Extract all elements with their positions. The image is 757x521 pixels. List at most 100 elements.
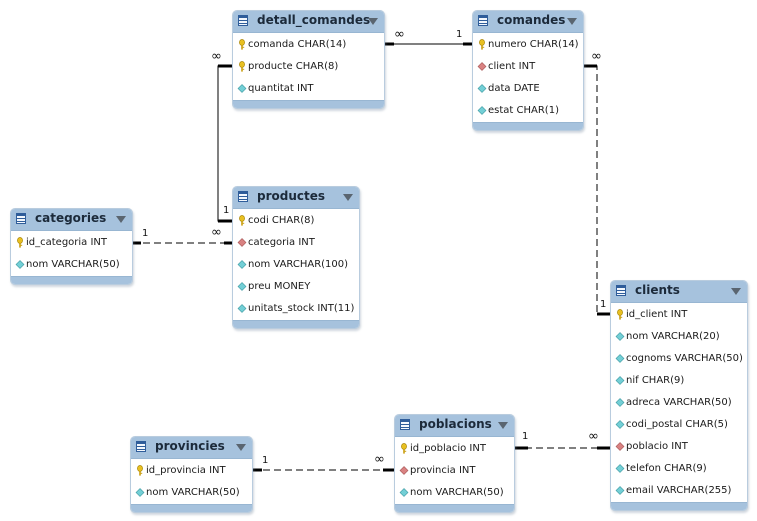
column-row[interactable]: cognoms VARCHAR(50) bbox=[611, 348, 747, 370]
column-label: nom VARCHAR(50) bbox=[410, 487, 504, 498]
key-icon bbox=[477, 39, 487, 50]
column-row[interactable]: nom VARCHAR(50) bbox=[395, 482, 514, 504]
table-header[interactable]: categories bbox=[11, 209, 132, 231]
table-footer bbox=[395, 504, 514, 512]
column-row[interactable]: id_client INT bbox=[611, 304, 747, 326]
column-row[interactable]: codi CHAR(8) bbox=[233, 210, 359, 232]
column-row[interactable]: estat CHAR(1) bbox=[473, 100, 583, 122]
column-label: codi CHAR(8) bbox=[248, 215, 315, 226]
column-row[interactable]: numero CHAR(14) bbox=[473, 34, 583, 56]
chevron-down-icon[interactable] bbox=[343, 194, 353, 201]
foreign-key-diamond-icon bbox=[615, 441, 625, 452]
table-footer bbox=[233, 100, 384, 108]
column-label: telefon CHAR(9) bbox=[626, 463, 707, 474]
column-row[interactable]: data DATE bbox=[473, 78, 583, 100]
column-label: id_provincia INT bbox=[146, 465, 226, 476]
chevron-down-icon[interactable] bbox=[368, 18, 378, 25]
column-diamond-icon bbox=[399, 487, 409, 498]
column-row[interactable]: codi_postal CHAR(5) bbox=[611, 414, 747, 436]
column-row[interactable]: email VARCHAR(255) bbox=[611, 480, 747, 502]
column-label: cognoms VARCHAR(50) bbox=[626, 353, 743, 364]
column-list: codi CHAR(8) categoria INT nom VARCHAR(100… bbox=[233, 209, 359, 320]
table-header[interactable]: productes bbox=[233, 187, 359, 209]
column-row[interactable]: nom VARCHAR(50) bbox=[131, 482, 252, 504]
chevron-down-icon[interactable] bbox=[116, 216, 126, 223]
column-row[interactable]: telefon CHAR(9) bbox=[611, 458, 747, 480]
column-diamond-icon bbox=[615, 375, 625, 386]
column-diamond-icon bbox=[615, 331, 625, 342]
table-icon bbox=[136, 441, 146, 452]
column-row[interactable]: id_categoria INT bbox=[11, 232, 132, 254]
table-footer bbox=[131, 504, 252, 512]
column-row[interactable]: producte CHAR(8) bbox=[233, 56, 384, 78]
relationship-detall-productes[interactable] bbox=[217, 64, 233, 223]
column-row[interactable]: client INT bbox=[473, 56, 583, 78]
relationship-comandes-clients[interactable] bbox=[583, 64, 611, 316]
table-productes[interactable]: productes codi CHAR(8) categoria INT nom VA… bbox=[232, 186, 360, 329]
cardinality-one-marker: 1 bbox=[600, 299, 607, 310]
cardinality-many-marker: ∞ bbox=[211, 225, 222, 240]
chevron-down-icon[interactable] bbox=[498, 422, 508, 429]
table-poblacions[interactable]: poblacions id_poblacio INT provincia INT no… bbox=[394, 414, 515, 513]
column-row[interactable]: poblacio INT bbox=[611, 436, 747, 458]
table-footer bbox=[11, 276, 132, 284]
cardinality-one-marker: 1 bbox=[142, 228, 149, 239]
column-row[interactable]: comanda CHAR(14) bbox=[233, 34, 384, 56]
column-label: id_poblacio INT bbox=[410, 443, 486, 454]
column-row[interactable]: adreca VARCHAR(50) bbox=[611, 392, 747, 414]
column-label: unitats_stock INT(11) bbox=[248, 303, 355, 314]
column-row[interactable]: id_poblacio INT bbox=[395, 438, 514, 460]
column-row[interactable]: quantitat INT bbox=[233, 78, 384, 100]
column-row[interactable]: nom VARCHAR(100) bbox=[233, 254, 359, 276]
table-title: categories bbox=[35, 211, 107, 225]
table-title: clients bbox=[635, 283, 680, 297]
column-diamond-icon bbox=[477, 83, 487, 94]
key-icon bbox=[399, 443, 409, 454]
table-title: provincies bbox=[155, 439, 225, 453]
column-row[interactable]: nom VARCHAR(20) bbox=[611, 326, 747, 348]
chevron-down-icon[interactable] bbox=[236, 444, 246, 451]
table-icon bbox=[400, 419, 410, 430]
key-icon bbox=[237, 39, 247, 50]
table-comandes[interactable]: comandes numero CHAR(14) client INT data DA… bbox=[472, 10, 584, 131]
column-row[interactable]: provincia INT bbox=[395, 460, 514, 482]
column-diamond-icon bbox=[615, 353, 625, 364]
column-row[interactable]: id_provincia INT bbox=[131, 460, 252, 482]
column-diamond-icon bbox=[237, 281, 247, 292]
column-label: adreca VARCHAR(50) bbox=[626, 397, 732, 408]
column-row[interactable]: nom VARCHAR(50) bbox=[11, 254, 132, 276]
table-header[interactable]: comandes bbox=[473, 11, 583, 33]
column-row[interactable]: preu MONEY bbox=[233, 276, 359, 298]
table-icon bbox=[478, 15, 488, 26]
table-provincies[interactable]: provincies id_provincia INT nom VARCHAR(50… bbox=[130, 436, 253, 513]
foreign-key-diamond-icon bbox=[237, 237, 247, 248]
key-icon bbox=[237, 61, 247, 72]
table-header[interactable]: provincies bbox=[131, 437, 252, 459]
table-header[interactable]: poblacions bbox=[395, 415, 514, 437]
column-label: codi_postal CHAR(5) bbox=[626, 419, 728, 430]
column-row[interactable]: unitats_stock INT(11) bbox=[233, 298, 359, 320]
table-icon bbox=[238, 191, 248, 202]
chevron-down-icon[interactable] bbox=[567, 18, 577, 25]
column-row[interactable]: categoria INT bbox=[233, 232, 359, 254]
table-header[interactable]: clients bbox=[611, 281, 747, 303]
column-diamond-icon bbox=[237, 303, 247, 314]
column-label: numero CHAR(14) bbox=[488, 39, 579, 50]
table-title: detall_comandes bbox=[257, 13, 371, 27]
column-diamond-icon bbox=[615, 419, 625, 430]
column-label: client INT bbox=[488, 61, 536, 72]
column-label: producte CHAR(8) bbox=[248, 61, 339, 72]
column-row[interactable]: nif CHAR(9) bbox=[611, 370, 747, 392]
column-label: categoria INT bbox=[248, 237, 315, 248]
chevron-down-icon[interactable] bbox=[731, 288, 741, 295]
table-header[interactable]: detall_comandes bbox=[233, 11, 384, 33]
table-footer bbox=[611, 502, 747, 510]
cardinality-one-marker: 1 bbox=[223, 205, 230, 216]
column-diamond-icon bbox=[615, 463, 625, 474]
